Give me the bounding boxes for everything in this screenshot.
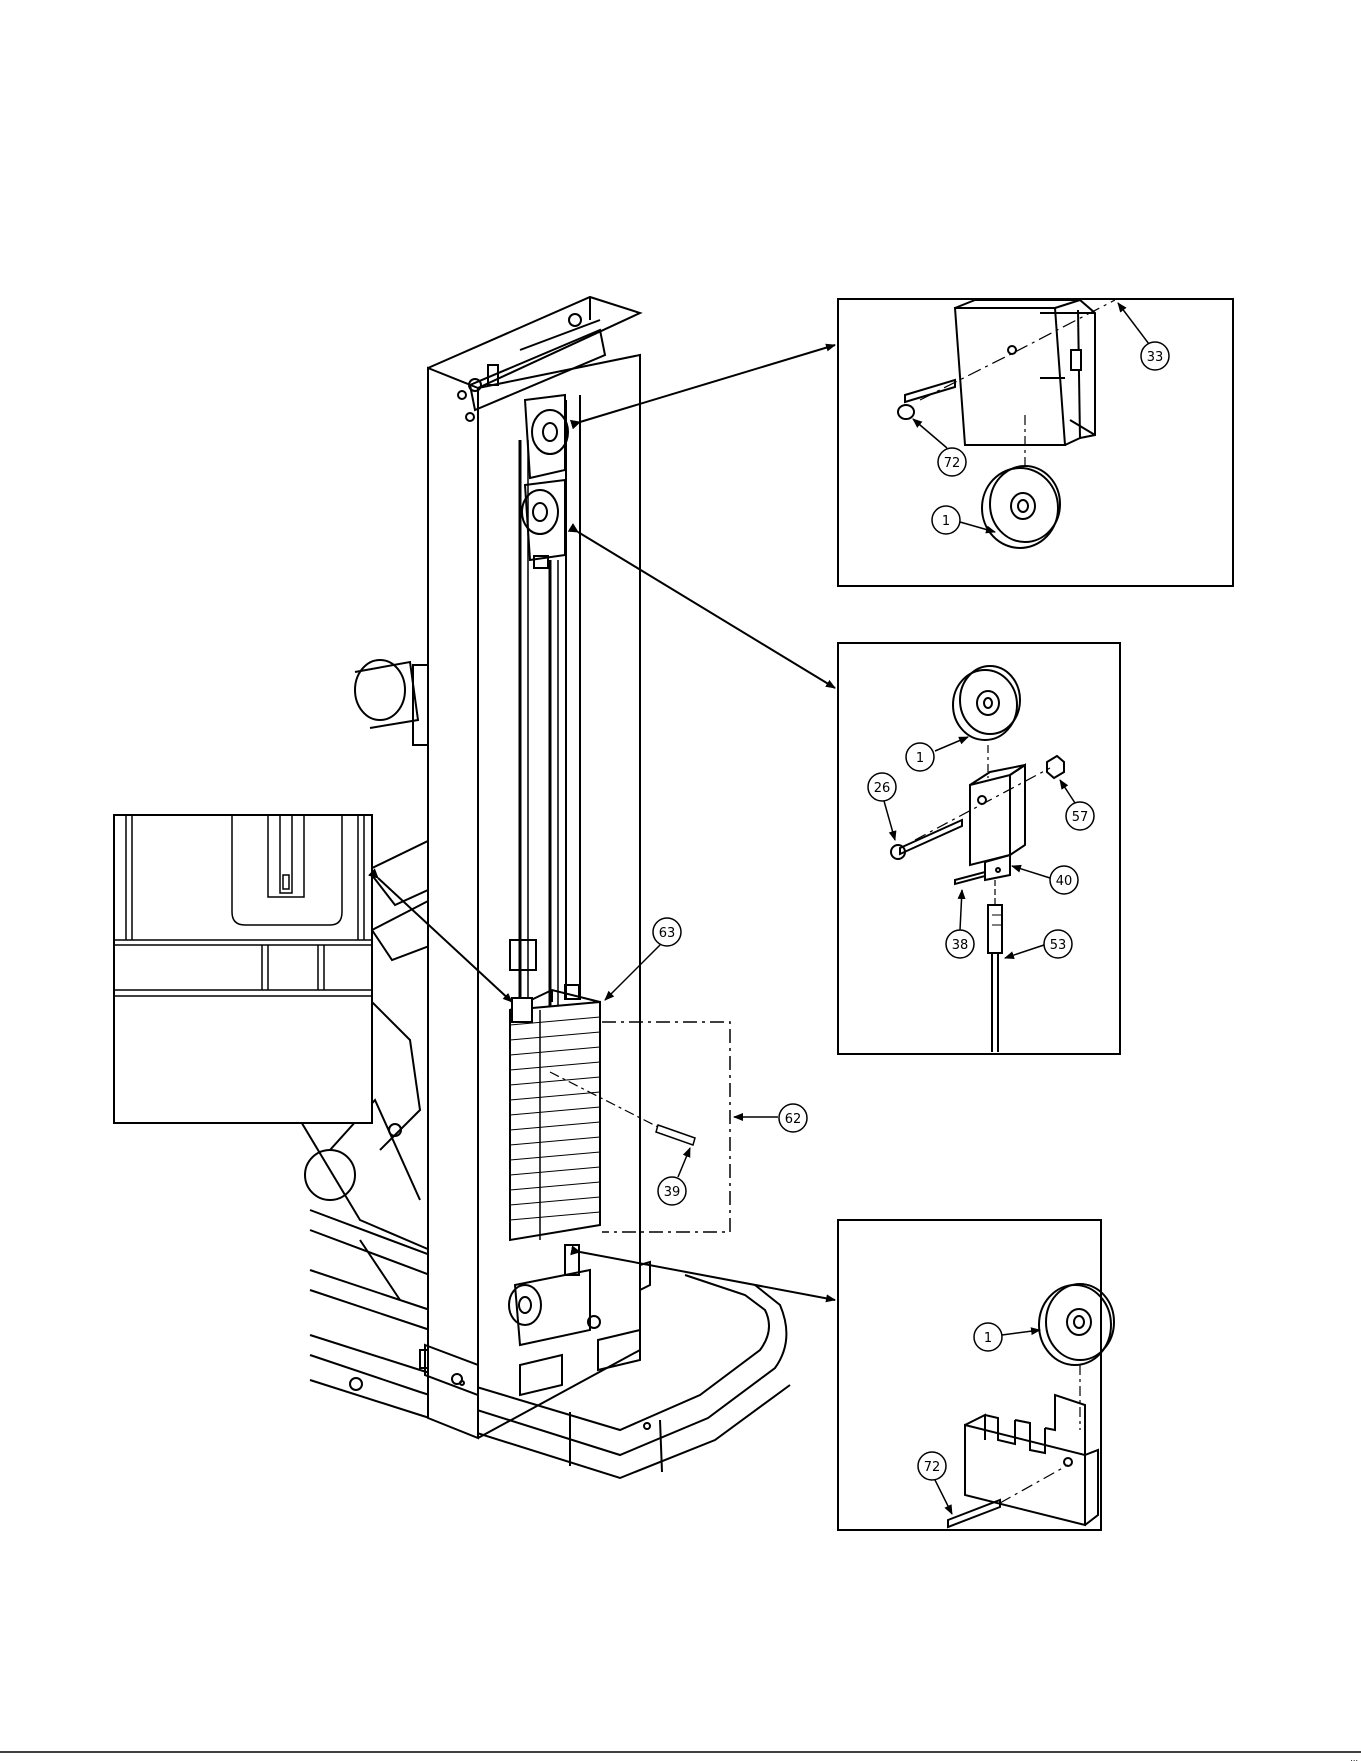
callout-38: 38 [946, 930, 974, 958]
callout-1-top: 1 [932, 506, 960, 534]
svg-text:39: 39 [664, 1185, 681, 1200]
callout-72-top: 72 [938, 448, 966, 476]
detail-panel-top-pulley [838, 299, 1233, 586]
callout-40: 40 [1050, 866, 1078, 894]
svg-text:63: 63 [659, 926, 676, 941]
svg-text:33: 33 [1147, 350, 1164, 365]
callout-33: 33 [1141, 342, 1169, 370]
svg-text:72: 72 [924, 1460, 941, 1475]
svg-text:1: 1 [942, 514, 950, 529]
svg-text:26: 26 [874, 781, 891, 796]
svg-text:57: 57 [1072, 810, 1089, 825]
base-frame [310, 1270, 790, 1478]
callout-62: 62 [779, 1104, 807, 1132]
callout-39: 39 [658, 1177, 686, 1205]
callout-1-bottom: 1 [974, 1323, 1002, 1351]
svg-text:72: 72 [944, 456, 961, 471]
detail-panel-movable-pulley [838, 643, 1120, 1054]
callout-72-bottom: 72 [918, 1452, 946, 1480]
svg-text:40: 40 [1056, 874, 1073, 889]
detail-panel-bottom-pulley [838, 1220, 1114, 1530]
callout-63: 63 [653, 918, 681, 946]
callout-53: 53 [1044, 930, 1072, 958]
svg-text:38: 38 [952, 938, 969, 953]
footer: ... [0, 1752, 1361, 1761]
callout-26: 26 [868, 773, 896, 801]
footer-code: ... [1350, 1754, 1358, 1761]
svg-text:1: 1 [984, 1331, 992, 1346]
svg-text:1: 1 [916, 751, 924, 766]
tower [425, 297, 650, 1438]
svg-text:62: 62 [785, 1112, 802, 1127]
callout-57: 57 [1066, 802, 1094, 830]
detail-panel-left-inset [114, 815, 372, 1123]
svg-text:53: 53 [1050, 938, 1067, 953]
callout-1-middle: 1 [906, 743, 934, 771]
